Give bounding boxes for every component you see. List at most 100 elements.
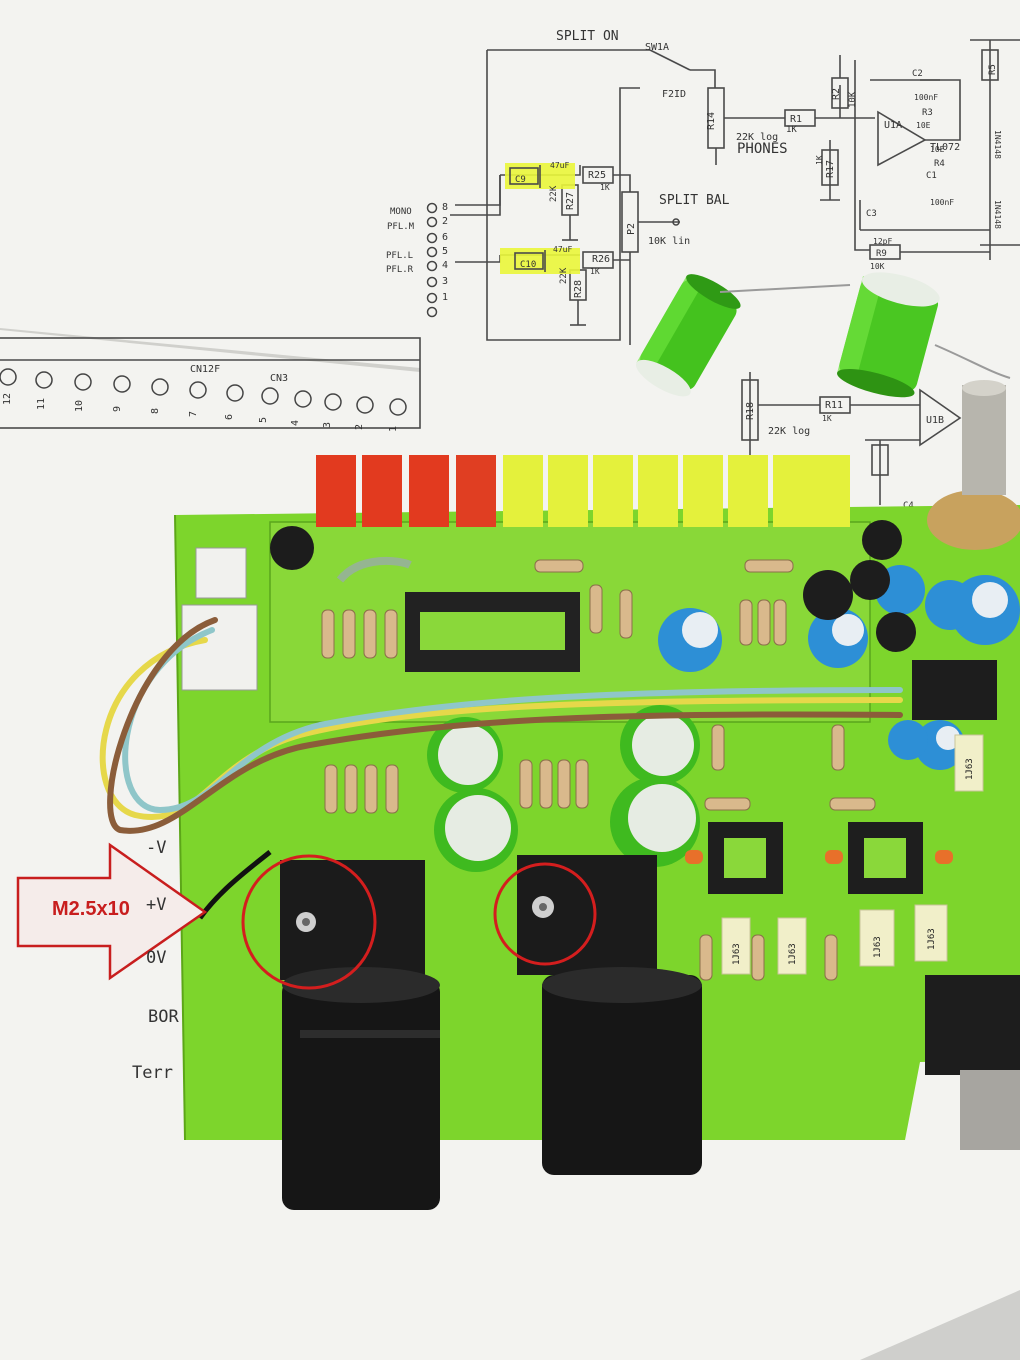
label-r3-val: 10E <box>916 121 931 130</box>
label-c10-val: 47uF <box>553 245 572 254</box>
label-r11-val: 1K <box>822 414 832 423</box>
label-cn12f: CN12F <box>190 364 220 375</box>
label-pin-2: 2 <box>442 216 448 227</box>
label-pin-4: 4 <box>442 260 448 271</box>
label-r25: R25 <box>588 170 606 181</box>
conn-num-10: 10 <box>74 400 85 412</box>
label-r5: R5 <box>988 64 998 75</box>
label-r17: R17 <box>825 160 836 178</box>
label-c1: C1 <box>926 171 937 181</box>
paper-edge <box>0 328 420 372</box>
label-r27-val: 22K <box>549 185 559 202</box>
callout-label: M2.5x10 <box>52 898 130 920</box>
label-r28-val: 22K <box>559 267 569 284</box>
label-r4: R4 <box>934 159 945 169</box>
label-u1a: U1A <box>884 120 902 131</box>
conn-num-5: 5 <box>258 417 269 423</box>
callout-arrow <box>16 842 208 981</box>
conn-num-6: 6 <box>224 414 235 420</box>
label-r9: R9 <box>876 249 887 259</box>
label-r9-val: 10K <box>870 262 885 271</box>
board-label-zero-v: 0V <box>146 948 167 968</box>
label-p2-val: 10K lin <box>648 236 690 247</box>
highlight-circle-right <box>493 862 597 966</box>
label-pin-3: 3 <box>442 276 448 287</box>
label-u1b: U1B <box>926 415 944 426</box>
conn-num-12: 12 <box>2 393 13 405</box>
screw-left <box>270 526 314 570</box>
led-bar <box>316 455 850 527</box>
conn-num-2: 2 <box>354 424 365 430</box>
label-r17-val: 1K <box>815 155 824 165</box>
label-c9: C9 <box>515 175 526 185</box>
paper-corner <box>860 1290 1020 1360</box>
jack-socket <box>925 975 1020 1075</box>
label-f2id: F2ID <box>662 89 686 100</box>
label-r14: R14 <box>706 112 717 130</box>
label-pin-1: 1 <box>442 292 448 303</box>
label-r11: R11 <box>825 400 843 411</box>
board-label-bor: BOR <box>148 1007 179 1027</box>
label-r26-val: 1K <box>590 267 600 276</box>
loose-capacitor-right <box>837 272 1011 398</box>
conn-num-3: 3 <box>322 422 333 428</box>
film-cap-label-1: 1J63 <box>732 943 742 965</box>
label-r1: R1 <box>790 114 802 125</box>
ic-small <box>912 660 997 720</box>
conn-num-8: 8 <box>150 408 161 414</box>
conn-num-4: 4 <box>290 420 301 426</box>
label-c2-val: 100nF <box>914 93 938 102</box>
label-c3-val: 12pF <box>873 237 892 246</box>
label-cn3: CN3 <box>270 373 288 384</box>
board-label-minus-v: -V <box>146 838 167 858</box>
highlight-circle-left <box>241 854 377 990</box>
label-c9-val: 47uF <box>550 161 569 170</box>
label-input-pfll: PFL.L <box>386 251 413 261</box>
label-r18: R18 <box>745 402 756 420</box>
xlr-right <box>517 855 702 1175</box>
loose-capacitor-left <box>635 274 851 397</box>
label-r28: R28 <box>573 280 584 298</box>
label-c2: C2 <box>912 69 923 79</box>
conn-num-9: 9 <box>112 406 123 412</box>
label-pin-6: 6 <box>442 232 448 243</box>
conn-num-7: 7 <box>188 411 199 417</box>
label-p2: P2 <box>626 223 637 235</box>
label-r25-val: 1K <box>600 183 610 192</box>
label-r18-val: 22K log <box>768 426 810 437</box>
conn-num-1: 1 <box>388 426 399 432</box>
label-sw1a: SW1A <box>645 42 669 53</box>
label-phones: PHONES <box>737 141 788 157</box>
label-r27: R27 <box>565 192 576 210</box>
label-pin-5: 5 <box>442 246 448 257</box>
film-cap-label-4: 1J63 <box>927 928 937 950</box>
potentiometer <box>927 380 1020 550</box>
screw-right <box>862 520 902 560</box>
label-split-bal: SPLIT BAL <box>659 193 730 208</box>
label-c10: C10 <box>520 260 536 270</box>
label-c4: C4 <box>903 501 914 511</box>
label-r1-val: 1K <box>786 125 797 135</box>
label-r2-val: 10K <box>848 91 858 108</box>
board-label-terr: Terr <box>132 1063 173 1083</box>
film-cap-label-3: 1J63 <box>873 936 883 958</box>
label-c3: C3 <box>866 209 877 219</box>
label-input-pflr: PFL.R <box>386 265 414 275</box>
label-r4-val: 10E <box>930 145 945 154</box>
label-input-pflm: PFL.M <box>387 222 415 232</box>
label-r3: R3 <box>922 108 933 118</box>
xlr-left <box>280 860 440 1210</box>
wire-header <box>181 604 258 691</box>
label-r26: R26 <box>592 254 610 265</box>
label-split-on: SPLIT ON <box>556 29 619 44</box>
conn-num-11: 11 <box>36 398 47 410</box>
label-r14-val: 22K log <box>736 132 778 143</box>
label-tl072: TL072 <box>930 142 960 153</box>
label-c1-val: 100nF <box>930 198 954 207</box>
label-input-mono: MONO <box>390 207 412 217</box>
label-r2: R2 <box>831 88 842 100</box>
film-cap-label-2: 1J63 <box>788 943 798 965</box>
label-d1: 1N4148 <box>993 130 1002 159</box>
